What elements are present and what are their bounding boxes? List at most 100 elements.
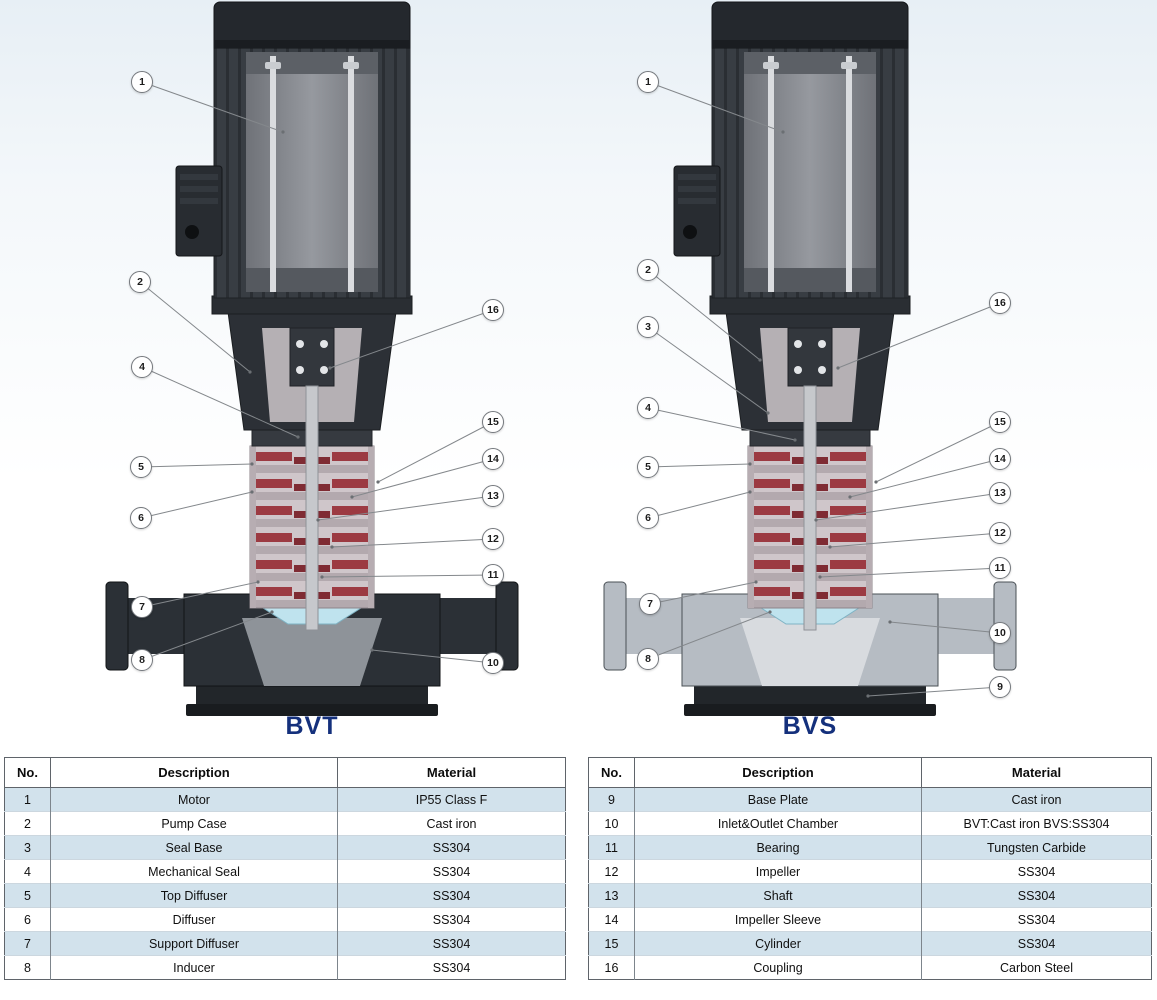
cell-no: 10 — [588, 811, 635, 836]
cell-material: Cast iron — [337, 811, 566, 836]
callout-bvt-1: 1 — [131, 71, 153, 93]
header-material: Material — [337, 757, 566, 788]
header-no: No. — [4, 757, 51, 788]
callout-bvt-14: 14 — [482, 448, 504, 470]
cell-material: SS304 — [921, 931, 1152, 956]
cell-material: SS304 — [337, 931, 566, 956]
cell-material: Cast iron — [921, 787, 1152, 812]
callout-bvt-11: 11 — [482, 564, 504, 586]
cell-material: SS304 — [337, 859, 566, 884]
cell-material: SS304 — [337, 907, 566, 932]
header-description: Description — [50, 757, 338, 788]
cell-no: 16 — [588, 955, 635, 980]
callout-bvs-1: 1 — [637, 71, 659, 93]
callout-bvs-7: 7 — [639, 593, 661, 615]
cell-description: Bearing — [634, 835, 922, 860]
callout-bvs-14: 14 — [989, 448, 1011, 470]
callout-bvt-2: 2 — [129, 271, 151, 293]
cell-description: Seal Base — [50, 835, 338, 860]
cell-no: 8 — [4, 955, 51, 980]
cell-description: Pump Case — [50, 811, 338, 836]
cell-no: 9 — [588, 787, 635, 812]
cell-no: 4 — [4, 859, 51, 884]
cell-description: Impeller Sleeve — [634, 907, 922, 932]
callout-bvt-15: 15 — [482, 411, 504, 433]
cell-no: 6 — [4, 907, 51, 932]
cell-material: Carbon Steel — [921, 955, 1152, 980]
callout-bvs-4: 4 — [637, 397, 659, 419]
cell-no: 11 — [588, 835, 635, 860]
callout-bvt-6: 6 — [130, 507, 152, 529]
callout-bvt-12: 12 — [482, 528, 504, 550]
cell-material: SS304 — [337, 835, 566, 860]
cell-description: Support Diffuser — [50, 931, 338, 956]
cell-description: Shaft — [634, 883, 922, 908]
callout-bvt-8: 8 — [131, 649, 153, 671]
callout-bvs-8: 8 — [637, 648, 659, 670]
callout-bvs-11: 11 — [989, 557, 1011, 579]
callout-bvs-16: 16 — [989, 292, 1011, 314]
callout-bvs-12: 12 — [989, 522, 1011, 544]
callout-bvs-3: 3 — [637, 316, 659, 338]
cell-description: Impeller — [634, 859, 922, 884]
cell-description: Coupling — [634, 955, 922, 980]
cell-no: 5 — [4, 883, 51, 908]
callout-bvs-10: 10 — [989, 622, 1011, 644]
cell-description: Mechanical Seal — [50, 859, 338, 884]
cell-material: SS304 — [921, 907, 1152, 932]
cell-no: 14 — [588, 907, 635, 932]
pump-label-bvt: BVT — [285, 712, 339, 740]
cell-no: 2 — [4, 811, 51, 836]
callout-bvt-16: 16 — [482, 299, 504, 321]
callout-bvs-6: 6 — [637, 507, 659, 529]
callout-bvt-7: 7 — [131, 596, 153, 618]
cell-no: 15 — [588, 931, 635, 956]
callout-bvs-2: 2 — [637, 259, 659, 281]
cell-description: Cylinder — [634, 931, 922, 956]
cell-material: BVT:Cast iron BVS:SS304 — [921, 811, 1152, 836]
cell-material: IP55 Class F — [337, 787, 566, 812]
cell-description: Motor — [50, 787, 338, 812]
callout-bvt-4: 4 — [131, 356, 153, 378]
cell-material: Tungsten Carbide — [921, 835, 1152, 860]
header-no: No. — [588, 757, 635, 788]
cell-description: Inlet&Outlet Chamber — [634, 811, 922, 836]
cell-material: SS304 — [337, 883, 566, 908]
cell-no: 12 — [588, 859, 635, 884]
cell-material: SS304 — [921, 859, 1152, 884]
callout-bvt-5: 5 — [130, 456, 152, 478]
cell-no: 3 — [4, 835, 51, 860]
cell-no: 13 — [588, 883, 635, 908]
pump-label-bvs: BVS — [782, 712, 838, 740]
callout-bvs-9: 9 — [989, 676, 1011, 698]
table-header-row: No. Description Material — [588, 757, 1152, 788]
cell-no: 1 — [4, 787, 51, 812]
cell-description: Base Plate — [634, 787, 922, 812]
callout-bvs-15: 15 — [989, 411, 1011, 433]
header-description: Description — [634, 757, 922, 788]
table-header-row: No. Description Material — [4, 757, 566, 788]
cell-description: Top Diffuser — [50, 883, 338, 908]
cell-description: Inducer — [50, 955, 338, 980]
cell-material: SS304 — [337, 955, 566, 980]
cell-description: Diffuser — [50, 907, 338, 932]
callout-bvt-13: 13 — [482, 485, 504, 507]
